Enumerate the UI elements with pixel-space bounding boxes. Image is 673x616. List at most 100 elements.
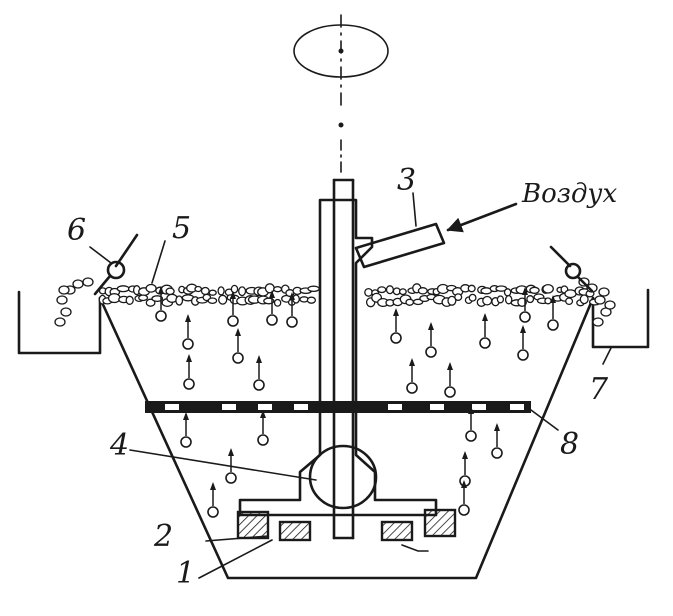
froth-particle (58, 285, 70, 295)
grid-slot (258, 404, 272, 410)
froth-particle (307, 285, 320, 293)
air-bubble (390, 308, 402, 344)
label-3: 3 (397, 163, 416, 198)
label-1: 1 (176, 556, 195, 591)
air-bubble (182, 314, 194, 350)
froth-layer (98, 283, 601, 308)
air-bubble (227, 291, 239, 327)
label-8: 8 (560, 427, 579, 462)
air-bubble (491, 423, 503, 459)
froth-particle (598, 287, 610, 297)
froth-particle (454, 293, 463, 301)
froth-particle (56, 295, 68, 305)
froth-particle (145, 283, 157, 293)
froth-particle (579, 294, 589, 305)
froth-overflow (54, 277, 616, 327)
froth-particle (564, 289, 577, 299)
froth-particle (273, 286, 283, 293)
froth-particle (405, 298, 415, 306)
froth-particle (504, 294, 513, 305)
grid-slot (165, 404, 179, 410)
air-bubbles (155, 286, 559, 518)
central-pipe (238, 178, 438, 540)
air-bubble (406, 358, 418, 394)
air-bubble (517, 325, 529, 361)
air-bubble (459, 451, 471, 487)
froth-particle (218, 294, 228, 305)
froth-particle (54, 317, 66, 327)
label-5: 5 (172, 211, 191, 246)
froth-particle (60, 307, 72, 317)
froth-particle (116, 285, 130, 293)
air-bubble (232, 328, 244, 364)
froth-particle (200, 286, 210, 296)
froth-particle (151, 295, 164, 303)
air-bubble (183, 354, 195, 390)
air-bubble (180, 412, 192, 448)
grid-slot (510, 404, 524, 410)
froth-particle (467, 284, 476, 293)
air-bubble (286, 292, 298, 328)
air-bubble (547, 295, 559, 331)
grid-slot (388, 404, 402, 410)
froth-particle (417, 287, 428, 295)
froth-particle (496, 295, 505, 304)
froth-particle (377, 286, 387, 294)
air-bubble (266, 290, 278, 326)
leader-lines (89, 192, 612, 579)
froth-particle (542, 283, 554, 294)
froth-particle (175, 295, 184, 306)
froth-particle (482, 295, 493, 306)
air-bubble (225, 448, 237, 484)
froth-particle (165, 287, 175, 296)
froth-particle (594, 295, 606, 305)
froth-particle (238, 286, 247, 297)
froth-particle (107, 293, 121, 304)
froth-particle (264, 283, 275, 294)
grid-slot (430, 404, 444, 410)
air-bubble (253, 355, 265, 391)
grid-slot (222, 404, 236, 410)
froth-particle (125, 295, 134, 305)
air-bubble (257, 410, 269, 446)
froth-particle (398, 288, 407, 296)
air-label: Воздух (521, 179, 618, 209)
froth-particle (138, 294, 149, 302)
label-2: 2 (153, 519, 173, 554)
air-bubble (207, 482, 219, 518)
label-6: 6 (67, 213, 86, 248)
froth-particle (306, 296, 317, 304)
air-inlet-pipe (354, 202, 518, 269)
froth-particle (72, 279, 84, 289)
froth-particle (230, 284, 239, 294)
froth-particle (208, 289, 217, 296)
grid-slot (472, 404, 486, 410)
air-bubble (519, 287, 531, 323)
air-bubble (444, 362, 456, 398)
label-7: 7 (589, 372, 609, 407)
grid-slot (294, 404, 308, 410)
air-bubble (458, 480, 470, 516)
froth-scraper-left (93, 233, 139, 296)
froth-particle (385, 285, 394, 295)
froth-particle (529, 286, 540, 294)
froth-particle (468, 293, 477, 302)
froth-particle (273, 298, 282, 307)
froth-particle (592, 317, 604, 327)
froth-particle (217, 286, 225, 296)
froth-particle (526, 295, 535, 304)
stator-grid (145, 401, 531, 413)
froth-particle (604, 300, 616, 310)
froth-particle (82, 277, 94, 287)
froth-particle (517, 297, 527, 307)
froth-scraper-right (549, 245, 594, 293)
air-bubble (425, 322, 437, 358)
froth-particle (503, 288, 512, 297)
label-4: 4 (109, 428, 129, 463)
froth-particle (565, 297, 574, 306)
impeller (236, 508, 457, 552)
air-bubble (155, 286, 167, 322)
aeration-chamber (308, 444, 378, 510)
froth-particle (194, 285, 203, 293)
